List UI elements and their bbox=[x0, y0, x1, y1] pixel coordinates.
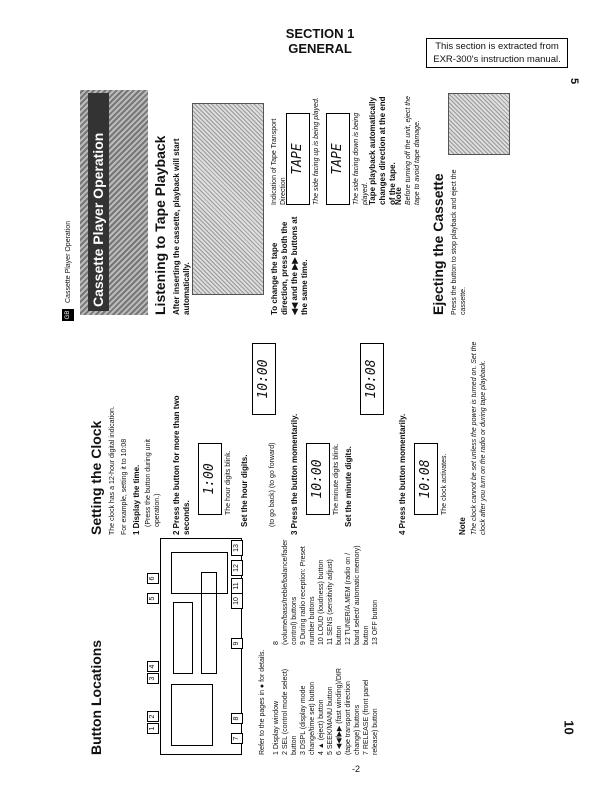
clock-step-4: 4 Press the button momentarily. bbox=[398, 413, 407, 535]
cassette-note-title: Note bbox=[394, 187, 403, 205]
cassette-note: Before turning off the unit, eject the t… bbox=[405, 96, 421, 205]
unit-diagram: 1 2 3 4 5 6 7 8 9 10 11 12 13 bbox=[147, 538, 243, 755]
lcd-clock-active: 10:08 bbox=[414, 443, 438, 515]
list-item: 2 SEL (control mode select) button bbox=[282, 668, 298, 755]
callout-1: 1 bbox=[147, 723, 159, 734]
set-hour-text: Set the hour digits. bbox=[240, 454, 249, 527]
eject-text: Press the button to stop playback and ej… bbox=[451, 169, 467, 315]
list-item: 6 ◀◀/▶▶ (fast winding)/DIR (tape transpo… bbox=[336, 668, 361, 755]
page-number-right: 5 bbox=[568, 77, 581, 85]
cassette-slot-drawing bbox=[173, 602, 193, 674]
cassette-title-banner: Cassette Player Operation bbox=[80, 90, 148, 315]
button-locations-column: Button Locations 1 2 3 4 5 6 7 8 9 10 11… bbox=[80, 538, 570, 755]
list-item: 10 LOUD (loudness) button bbox=[318, 559, 325, 645]
extract-note: This section is extracted from EXR-300's… bbox=[426, 38, 568, 68]
listening-text: After inserting the cassette, playback w… bbox=[172, 138, 191, 315]
set-minute-text: Set the minute digits. bbox=[344, 446, 353, 527]
cassette-title: Cassette Player Operation bbox=[88, 93, 109, 311]
callout-4: 4 bbox=[147, 661, 159, 672]
lcd-caption-1: The hour digits blink. bbox=[225, 450, 232, 515]
clock-step-1b: (Press the button during unit operation.… bbox=[145, 439, 161, 527]
eject-illustration bbox=[448, 93, 510, 155]
list-item: 13 OFF button bbox=[372, 599, 379, 645]
lcd-hour-set: 10:00 bbox=[252, 343, 276, 415]
tick-mark: -2 bbox=[352, 764, 361, 774]
lcd-caption-5: The clock activates. bbox=[441, 453, 448, 515]
lcd-hour-blink: 1:00 bbox=[198, 443, 222, 515]
callout-8: 8 bbox=[231, 713, 243, 724]
section-heading: SECTION 1 bbox=[285, 26, 355, 41]
item-list-left: 1 Display window 2 SEL (control mode sel… bbox=[272, 655, 380, 755]
clock-step-1: 1 Display the time. bbox=[132, 464, 141, 535]
lcd-minute-blink: 10:00 bbox=[306, 443, 330, 515]
clock-example: For example, setting it to 10:08 bbox=[121, 438, 128, 535]
lcd-tape-down: TAPE bbox=[326, 113, 350, 205]
display-window-drawing bbox=[171, 684, 213, 746]
callout-7: 7 bbox=[231, 733, 243, 744]
tape-up-caption: The side facing up is being played. bbox=[313, 97, 320, 205]
lcd-caption-3: The minute digits blink. bbox=[333, 443, 340, 515]
setting-clock-title: Setting the Clock bbox=[88, 420, 104, 535]
button-locations-title: Button Locations bbox=[88, 639, 104, 755]
list-item: 11 SENS (sensitivity adjust) button bbox=[327, 559, 343, 645]
list-item: 5 SEEK/MANU button bbox=[327, 686, 334, 755]
setting-clock-column: Setting the Clock The clock has a 12-hou… bbox=[80, 325, 570, 535]
cassette-header: Cassette Player Operation bbox=[65, 220, 72, 303]
list-item: 7 RELEASE (front panel release) button bbox=[363, 679, 379, 756]
callout-2: 2 bbox=[147, 711, 159, 722]
list-item: 9 During radio reception: Preset number … bbox=[300, 546, 316, 645]
clock-intro: The clock has a 12-hour digital indicati… bbox=[109, 406, 116, 535]
clock-note: The clock cannot be set unless the power… bbox=[471, 341, 487, 535]
language-tab: GB bbox=[62, 309, 74, 321]
listening-title: Listening to Tape Playback bbox=[152, 135, 168, 315]
callout-3: 3 bbox=[147, 673, 159, 684]
list-item: 3 DSPL (display mode change/time set) bu… bbox=[300, 681, 316, 755]
refer-text: Refer to the pages in ● for details. bbox=[259, 649, 266, 755]
callout-11: 11 bbox=[231, 578, 243, 594]
knob-drawing bbox=[171, 552, 228, 594]
lcd-minute-set: 10:08 bbox=[360, 343, 384, 415]
clock-step-3: 3 Press the button momentarily. bbox=[290, 413, 299, 535]
lcd-tape-up: TAPE bbox=[286, 113, 310, 205]
list-item: 8 (volume/bass/treble/balance/fader cont… bbox=[273, 539, 298, 645]
list-item: 4 ▲ (eject) button bbox=[318, 699, 325, 755]
insert-cassette-illustration bbox=[192, 103, 264, 295]
cassette-column: GB Cassette Player Operation Cassette Pl… bbox=[62, 90, 570, 321]
callout-12: 12 bbox=[231, 560, 243, 576]
list-item: 1 Display window bbox=[273, 700, 280, 755]
callout-13: 13 bbox=[231, 540, 243, 556]
item-list-right: 8 (volume/bass/treble/balance/fader cont… bbox=[272, 540, 380, 645]
callout-10: 10 bbox=[231, 593, 243, 609]
list-item: 12 TUNER/A.MEM (radio on / band select/ … bbox=[345, 545, 370, 645]
rotated-manual-spread: Button Locations 1 2 3 4 5 6 7 8 9 10 11… bbox=[62, 85, 570, 755]
direction-text: To change the tape direction, press both… bbox=[270, 216, 309, 315]
clock-note-title: Note bbox=[458, 517, 467, 535]
general-heading: GENERAL bbox=[288, 41, 352, 56]
callout-6: 6 bbox=[147, 573, 159, 584]
clock-step-2: 2 Press the button for more than two sec… bbox=[172, 395, 191, 535]
callout-9: 9 bbox=[231, 638, 243, 649]
eject-title: Ejecting the Cassette bbox=[430, 173, 446, 315]
callout-5: 5 bbox=[147, 593, 159, 604]
